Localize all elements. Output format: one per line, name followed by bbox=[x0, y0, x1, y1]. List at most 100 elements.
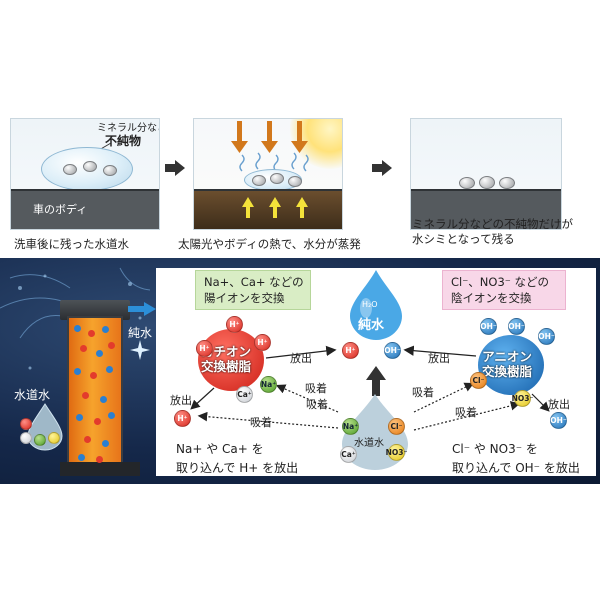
anion-bottom-line2: 取り込んで OH⁻ を放出 bbox=[452, 461, 580, 475]
h-ion: H⁺ bbox=[254, 334, 271, 351]
anion-bottom-caption: Cl⁻ や NO3⁻ を 取り込んで OH⁻ を放出 bbox=[452, 440, 580, 478]
release-label-anion: 放出 bbox=[428, 352, 450, 365]
residue-particle bbox=[499, 177, 515, 189]
cl-ion: Cl⁻ bbox=[470, 372, 487, 389]
oh-ion-released: OH⁻ bbox=[550, 412, 567, 429]
oh-ion: OH⁻ bbox=[538, 328, 555, 345]
cation-resin-line2: 交換樹脂 bbox=[201, 359, 252, 374]
residue-particle bbox=[459, 177, 475, 189]
release-label-left: 放出 bbox=[170, 394, 192, 407]
h2o-label: H₂O bbox=[362, 300, 378, 309]
car-body-label: 車のボディ bbox=[33, 203, 88, 216]
anion-resin-line2: 交換樹脂 bbox=[482, 364, 533, 379]
bead bbox=[76, 414, 83, 421]
impurity-label-line1: ミネラル分など bbox=[97, 123, 160, 134]
pure-water-drop-icon bbox=[350, 270, 402, 340]
small-ion-icon bbox=[48, 432, 60, 444]
mineral-particle bbox=[83, 161, 97, 172]
body-surface-line bbox=[194, 189, 342, 191]
arrow-right-icon bbox=[372, 160, 392, 176]
oh-ion: OH⁻ bbox=[508, 318, 525, 335]
bead bbox=[96, 350, 103, 357]
residue-particle bbox=[479, 176, 495, 189]
cation-exchange-resin bbox=[198, 329, 264, 391]
anion-callout-line2: 陰イオンを交換 bbox=[451, 291, 532, 305]
impurity-label-line2: 不純物 bbox=[105, 134, 142, 148]
oh-ion-pure: OH⁻ bbox=[384, 342, 401, 359]
bead bbox=[108, 342, 115, 349]
na-ion: Na⁺ bbox=[260, 376, 277, 393]
adsorb-label-cation-lower: 吸着 bbox=[250, 416, 272, 429]
pure-water-label: 純水 bbox=[128, 326, 153, 340]
ca-ion: Ca⁺ bbox=[236, 386, 253, 403]
bead bbox=[102, 440, 109, 447]
body-surface-line bbox=[11, 189, 159, 191]
bead bbox=[88, 330, 95, 337]
mineral-particle bbox=[103, 165, 117, 176]
anion-bottom-line1: Cl⁻ や NO3⁻ を bbox=[452, 442, 538, 456]
no3-ion-tap: NO3⁻ bbox=[386, 444, 407, 461]
cation-callout-line1: Na+、Ca+ などの bbox=[204, 275, 304, 289]
bead bbox=[90, 372, 97, 379]
oh-ion: OH⁻ bbox=[480, 318, 497, 335]
small-cation-icon bbox=[20, 418, 32, 430]
bead bbox=[78, 454, 85, 461]
adsorb-label-cation-upper: 吸着 bbox=[305, 382, 327, 395]
mineral-particle bbox=[270, 173, 284, 184]
sparkle-icon bbox=[130, 340, 150, 360]
cation-bottom-caption: Na+ や Ca+ を 取り込んで H+ を放出 bbox=[176, 440, 298, 478]
adsorb-label-anion-lower: 吸着 bbox=[455, 406, 477, 419]
caption-water-spot-line2: 水シミとなって残る bbox=[412, 232, 515, 246]
outflow-arrow-icon bbox=[128, 302, 156, 316]
water-filter-column bbox=[67, 316, 123, 466]
cation-exchange-callout: Na+、Ca+ などの 陽イオンを交換 bbox=[195, 270, 311, 310]
car-body bbox=[411, 191, 561, 229]
no3-ion: NO3⁻ bbox=[512, 390, 533, 407]
bead bbox=[102, 326, 109, 333]
release-label-cation: 放出 bbox=[290, 352, 312, 365]
bead bbox=[108, 412, 115, 419]
tap-water-drop-label: 水道水 bbox=[354, 438, 384, 449]
cation-bottom-line1: Na+ や Ca+ を bbox=[176, 442, 264, 456]
body-surface-line bbox=[411, 189, 561, 191]
bead bbox=[82, 392, 89, 399]
bead bbox=[84, 436, 91, 443]
ca-ion-tap: Ca⁺ bbox=[340, 446, 357, 463]
heat-arrows-icon bbox=[242, 197, 308, 218]
bead bbox=[100, 396, 107, 403]
anion-exchange-resin bbox=[478, 335, 544, 395]
caption-water-spot-line1: ミネラル分などの不純物だけが bbox=[412, 217, 573, 231]
small-ion-icon bbox=[20, 432, 32, 444]
anion-callout-line1: Cl⁻、NO3⁻ などの bbox=[451, 275, 549, 289]
arrow-right-icon bbox=[165, 160, 185, 176]
cation-callout-line2: 陽イオンを交換 bbox=[204, 291, 285, 305]
cl-ion-tap: Cl⁻ bbox=[388, 418, 405, 435]
release-label-right: 放出 bbox=[548, 398, 570, 411]
adsorb-label-anion-upper: 吸着 bbox=[412, 386, 434, 399]
heated-car-body bbox=[194, 191, 342, 229]
bead bbox=[96, 456, 103, 463]
caption-tap-water: 洗車後に残った水道水 bbox=[14, 237, 129, 251]
bead bbox=[94, 418, 101, 425]
anion-resin-line1: アニオン bbox=[482, 349, 532, 364]
panel-evaporation bbox=[193, 118, 343, 230]
h-ion: H⁺ bbox=[226, 316, 243, 333]
cation-bottom-line2: 取り込んで H+ を放出 bbox=[176, 461, 299, 475]
cation-resin-line1: カチオン bbox=[201, 344, 252, 359]
small-ion-icon bbox=[34, 434, 46, 446]
anion-exchange-callout: Cl⁻、NO3⁻ などの 陰イオンを交換 bbox=[442, 270, 566, 310]
anion-resin-label: アニオン 交換樹脂 bbox=[482, 349, 532, 379]
h-ion-released: H⁺ bbox=[174, 410, 191, 427]
bead bbox=[74, 368, 81, 375]
bead bbox=[80, 345, 87, 352]
adsorb-label-center: 吸着 bbox=[306, 398, 328, 411]
tap-water-label: 水道水 bbox=[14, 388, 51, 402]
mineral-particle bbox=[63, 164, 77, 175]
h-ion: H⁺ bbox=[196, 340, 213, 357]
caption-evaporation: 太陽光やボディの熱で、水分が蒸発 bbox=[178, 237, 361, 251]
panel-tap-water-on-body: ミネラル分など 不純物 車のボディ bbox=[10, 118, 160, 230]
panel-water-spot bbox=[410, 118, 562, 230]
filter-cap bbox=[60, 300, 130, 320]
mineral-particle bbox=[252, 175, 266, 186]
